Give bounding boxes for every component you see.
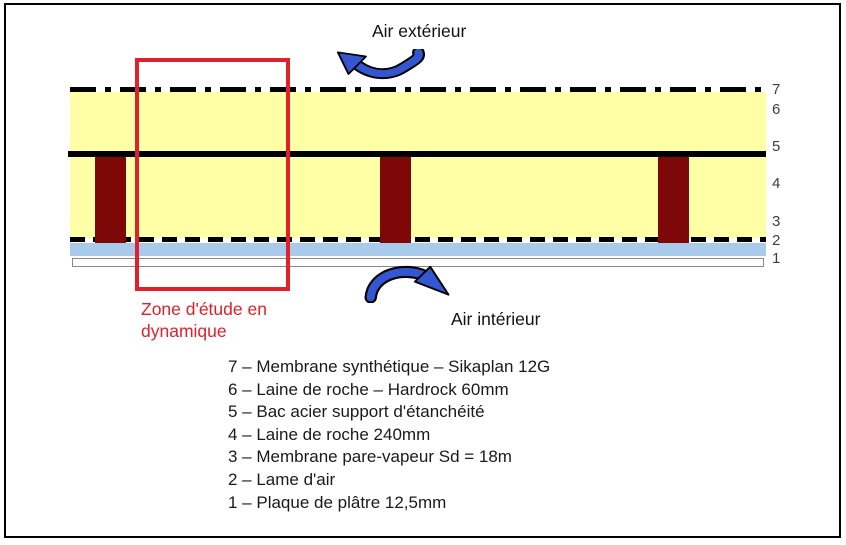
layer-3-vapour-barrier-line — [70, 237, 766, 242]
zone-label-line1: Zone d'étude en — [141, 299, 267, 319]
layer-1-plasterboard — [72, 258, 764, 267]
layer-number-7: 7 — [772, 81, 781, 98]
layer-7-membrane-line — [70, 87, 766, 92]
stud-left — [95, 157, 126, 243]
legend: 7 – Membrane synthétique – Sikaplan 12G … — [228, 356, 550, 514]
interior-air-arrow-icon — [364, 265, 450, 303]
layer-5-steel-deck-line — [68, 151, 766, 157]
layer-6-rockwool-60 — [70, 92, 766, 151]
layer-number-1: 1 — [772, 250, 781, 267]
layer-4-rockwool-240 — [70, 157, 766, 238]
legend-item-1: 1 – Plaque de plâtre 12,5mm — [228, 492, 447, 512]
outer-frame — [4, 3, 841, 538]
exterior-air-label: Air extérieur — [372, 21, 467, 41]
study-zone-rect — [135, 58, 290, 291]
stud-middle — [380, 157, 411, 243]
exterior-air-arrow-icon — [336, 49, 425, 80]
layer-2-air-gap — [70, 243, 766, 256]
layer-number-3: 3 — [772, 213, 781, 230]
legend-item-7: 7 – Membrane synthétique – Sikaplan 12G — [228, 357, 551, 376]
layer-number-5: 5 — [772, 138, 781, 155]
layer-number-2: 2 — [772, 232, 781, 249]
layer-number-6: 6 — [772, 101, 781, 118]
zone-label-line2: dynamique — [141, 320, 227, 341]
legend-item-3: 3 – Membrane pare-vapeur Sd = 18m — [228, 447, 512, 467]
stud-right — [658, 157, 689, 243]
legend-item-5: 5 – Bac acier support d'étanchéité — [228, 402, 485, 422]
legend-item-4: 4 – Laine de roche 240mm — [228, 424, 431, 444]
legend-item-2: 2 – Lame d'air — [228, 469, 336, 489]
layer-number-4: 4 — [772, 175, 781, 192]
interior-air-label: Air intérieur — [451, 309, 541, 329]
legend-item-6: 6 – Laine de roche – Hardrock 60mm — [228, 379, 509, 399]
study-zone-label: Zone d'étude en dynamique — [141, 299, 267, 342]
